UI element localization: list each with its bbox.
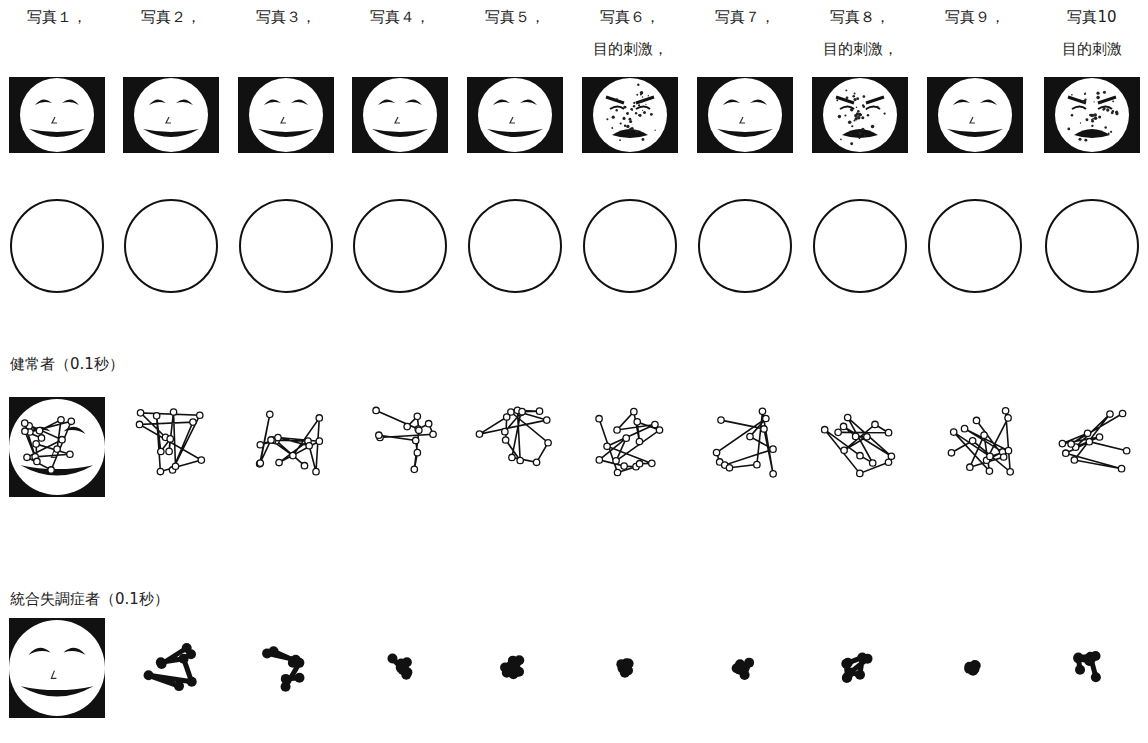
photo-number: 写真７， [715,8,775,26]
target-note: 目的刺激， [593,40,668,58]
photo-number: 写真２， [141,8,201,26]
scanpath-schizophrenia [1073,651,1101,682]
photo-number: 写真10 [1067,8,1116,26]
scanpath-healthy [596,408,663,475]
face-photo [467,77,563,153]
face-photo [352,77,448,153]
photo-number: 写真８， [830,8,890,26]
scanpath-healthy [948,408,1013,475]
scanpath-schizophrenia [500,655,524,679]
face-photo [238,77,334,153]
scanpath-schizophrenia [262,646,304,691]
scanpath-healthy [22,417,75,474]
photo-number: 写真５， [485,8,545,26]
target-face-photo [812,77,908,153]
face-photo [927,77,1023,153]
face-photo [9,397,105,497]
photo-number: 写真１， [27,8,87,26]
scanpath-healthy [373,407,436,472]
blank-circle [584,200,676,292]
blank-circle [699,200,791,292]
scanpath-schizophrenia [732,658,754,680]
scanpath-schizophrenia [387,654,412,680]
scanpath-schizophrenia [964,660,981,676]
scanpath-healthy [713,408,776,477]
blank-circle [354,200,446,292]
scanpath-healthy [1059,410,1130,472]
blank-circle [814,200,906,292]
photo-number: 写真３， [256,8,316,26]
face-photo [697,77,793,153]
photo-number: 写真６， [600,8,660,26]
blank-circle [11,200,103,292]
row-label: 健常者（0.1秒） [10,355,124,373]
blank-circle [469,200,561,292]
target-note: 目的刺激 [1062,40,1122,58]
face-photo [9,77,105,153]
scanpath-healthy [136,409,204,475]
target-face-photo [582,77,678,153]
target-note: 目的刺激， [823,40,898,58]
face-photo [9,618,105,718]
scanpath-schizophrenia [841,652,872,683]
scanpath-healthy [821,414,894,476]
blank-circle [240,200,332,292]
photo-number: 写真４， [370,8,430,26]
face-photo [123,77,219,153]
row-label: 統合失調症者（0.1秒） [10,590,169,608]
blank-circle [929,200,1021,292]
scanpath-healthy [256,411,322,475]
scanpath-healthy [476,407,551,465]
scanpath-schizophrenia [616,658,633,678]
blank-circle [125,200,217,292]
photo-number: 写真９， [945,8,1005,26]
target-face-photo [1044,77,1140,153]
blank-circle [1046,200,1138,292]
scanpath-schizophrenia [144,643,197,691]
